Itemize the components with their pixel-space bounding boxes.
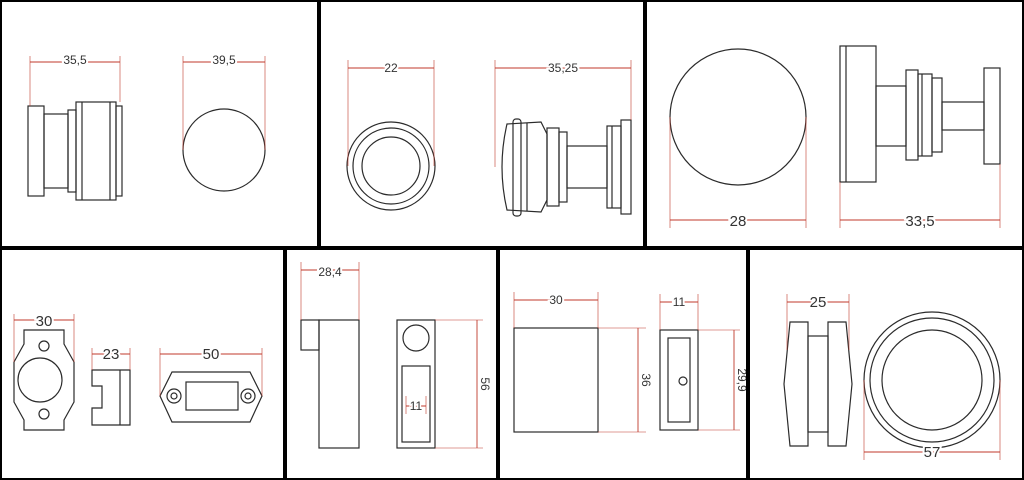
dim-label: 36	[639, 373, 653, 387]
panel-guide-block: 28,4 56 11	[287, 250, 496, 478]
panel-connector-block-drawing: 30 36 11 29,	[513, 291, 746, 433]
dim-label: 11	[673, 295, 686, 309]
dim-label: 22	[384, 61, 398, 75]
dim-knob-diameter: 22	[347, 59, 435, 166]
dim-label: 28	[730, 213, 747, 230]
panel-roller-wheel: 35,5 39,5	[2, 2, 317, 246]
disc-front-view	[669, 48, 807, 186]
guide-block-side	[300, 319, 360, 449]
panel-ring-handle-drawing: 25 57	[783, 292, 1001, 463]
ring-side-view	[783, 321, 853, 447]
roller-front-view	[182, 108, 266, 192]
dim-plate-width: 30	[13, 311, 75, 362]
dim-guide-height: 56	[435, 319, 494, 449]
dim-label: 33,5	[905, 213, 934, 230]
dim-connector-width: 30	[513, 291, 599, 328]
dim-label: 56	[478, 377, 492, 391]
dim-label: 30	[549, 293, 563, 307]
disc-side-view	[839, 45, 1001, 183]
dim-roller-diameter: 39,5	[182, 51, 266, 150]
bracket-plate	[13, 329, 75, 431]
panel-ring-handle: 25 57	[750, 250, 1022, 478]
dim-label: 50	[203, 346, 220, 363]
dim-label: 57	[924, 444, 941, 461]
knob-side-view	[501, 118, 632, 217]
guide-block-front	[396, 319, 436, 449]
dim-label: 28,4	[318, 265, 342, 279]
panel-knob-roller: 22 35,25	[321, 2, 643, 246]
dim-label: 25	[810, 294, 827, 311]
panel-bracket-set-drawing: 30 23	[13, 311, 263, 431]
hex-bracket	[159, 371, 263, 423]
dim-disc-width: 33,5	[839, 164, 1001, 232]
ring-front-view	[863, 311, 1001, 449]
dim-bracket-width: 50	[159, 344, 263, 396]
dim-label: 30	[36, 313, 53, 330]
knob-front-view	[346, 121, 436, 211]
connector-block-front	[659, 329, 699, 431]
dim-connector-front-height: 29,9	[698, 329, 746, 431]
connector-block-side	[513, 327, 599, 433]
u-clip	[91, 369, 131, 426]
dim-connector-depth: 11	[659, 293, 699, 330]
panel-disc-roller-drawing: 28 33,5	[669, 45, 1001, 232]
dim-label: 35,25	[548, 61, 578, 75]
panel-disc-roller: 28 33,5	[647, 2, 1022, 246]
dim-knob-width: 35,25	[494, 59, 632, 167]
dim-roller-width: 35,5	[29, 51, 121, 106]
dim-label: 39,5	[212, 53, 236, 67]
panel-knob-roller-drawing: 22 35,25	[346, 59, 632, 217]
dim-ring-diameter: 57	[863, 380, 1001, 463]
panel-bracket-set: 30 23	[2, 250, 283, 478]
dim-slot-width: 11	[405, 396, 427, 415]
dim-label: 29,9	[735, 368, 746, 392]
panel-connector-block: 30 36 11 29,	[500, 250, 746, 478]
panel-guide-block-drawing: 28,4 56 11	[300, 262, 494, 449]
dim-label: 23	[103, 346, 120, 363]
dim-ring-depth: 25	[786, 292, 850, 350]
dim-connector-height: 36	[598, 327, 655, 433]
dim-label: 35,5	[63, 53, 87, 67]
dim-guide-depth: 28,4	[300, 262, 360, 320]
dim-label: 11	[410, 399, 423, 413]
dim-disc-diameter: 28	[669, 117, 807, 232]
panel-roller-wheel-drawing: 35,5 39,5	[27, 51, 266, 201]
roller-side-view	[27, 101, 123, 201]
dim-clip-width: 23	[91, 344, 131, 370]
